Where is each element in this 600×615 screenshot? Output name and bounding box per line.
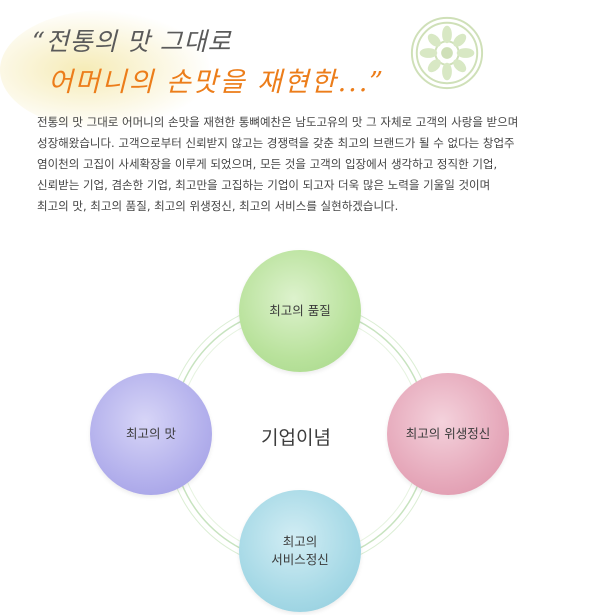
node-service: 최고의 서비스정신: [239, 490, 361, 612]
node-quality: 최고의 품질: [239, 250, 361, 372]
title-glow: [0, 10, 210, 130]
intro-paragraph: 전통의 맛 그대로 어머니의 손맛을 재현한 통뼈예찬은 남도고유의 맛 그 자…: [37, 112, 585, 217]
node-taste-label: 최고의 맛: [126, 426, 176, 441]
philosophy-diagram: 최고의 품질 최고의 맛 최고의 위생정신 최고의 서비스정신 기업이념: [80, 240, 530, 615]
intro-line: 전통의 맛 그대로 어머니의 손맛을 재현한 통뼈예찬은 남도고유의 맛 그 자…: [37, 115, 519, 129]
node-quality-label: 최고의 품질: [269, 303, 331, 318]
node-hygiene-label: 최고의 위생정신: [405, 426, 491, 441]
intro-line: 염이천의 고집이 사세확장을 이루게 되었으며, 모든 것을 고객의 입장에서 …: [37, 157, 498, 171]
intro-line: 신뢰받는 기업, 겸손한 기업, 최고만을 고집하는 기업이 되고자 더욱 많은…: [37, 178, 491, 192]
node-service-label: 최고의 서비스정신: [271, 534, 329, 567]
node-hygiene: 최고의 위생정신: [387, 373, 509, 495]
slogan-line-1: “전통의 맛 그대로: [32, 27, 232, 56]
intro-line: 성장해왔습니다. 고객으로부터 신뢰받지 않고는 경쟁력을 갖춘 최고의 브랜드…: [37, 136, 515, 150]
center-label: 기업이념: [261, 427, 331, 449]
node-taste: 최고의 맛: [90, 373, 212, 495]
floral-emblem-icon: [410, 16, 484, 90]
intro-line: 최고의 맛, 최고의 품질, 최고의 위생정신, 최고의 서비스를 실현하겠습니…: [37, 199, 399, 213]
slogan-line-2: 어머니의 손맛을 재현한...”: [48, 67, 386, 98]
